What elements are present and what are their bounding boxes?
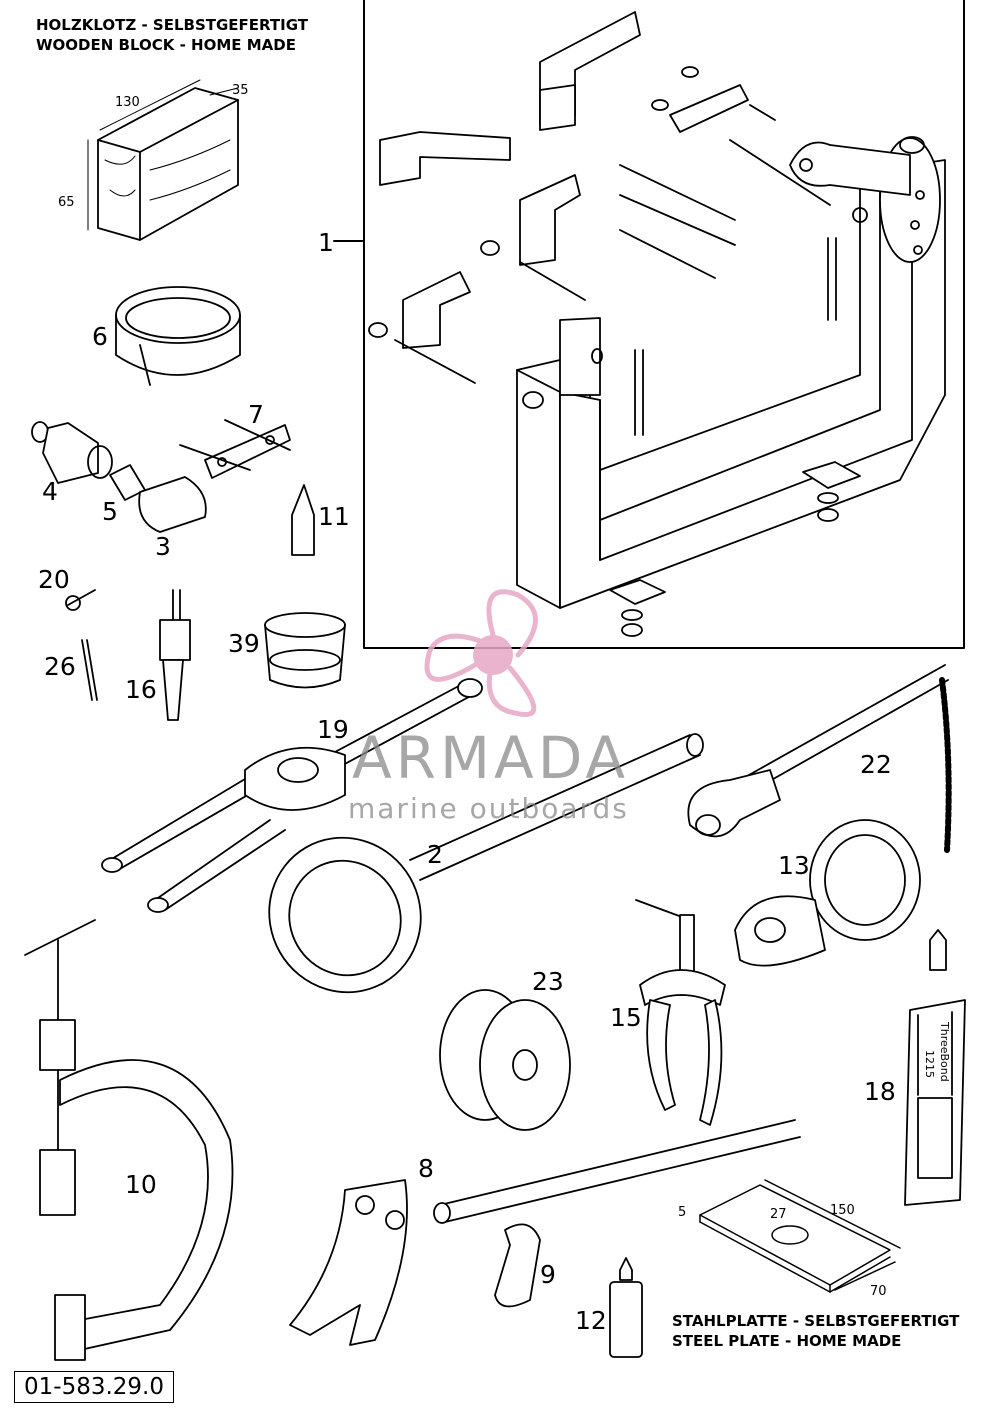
adhesive-bottle-12 xyxy=(609,1257,643,1358)
callout-26: 26 xyxy=(44,652,76,681)
steel-plate-note-de: STAHLPLATTE - SELBSTGEFERTIGT xyxy=(672,1312,960,1330)
dimension-block-height: 65 xyxy=(58,195,75,210)
callout-13: 13 xyxy=(778,851,810,880)
steel-plate-note-en: STEEL PLATE - HOME MADE xyxy=(672,1332,902,1350)
engine-stand-drawing xyxy=(368,11,946,637)
gear-puller-15 xyxy=(635,899,726,1126)
armada-logo-icon xyxy=(424,589,538,717)
tube-code-label: 1215 xyxy=(923,1050,936,1078)
callout-19: 19 xyxy=(317,715,349,744)
callout-11: 11 xyxy=(318,502,350,531)
wooden-block-drawing xyxy=(87,79,239,241)
wooden-block-note-en: WOODEN BLOCK - HOME MADE xyxy=(36,36,296,54)
callout-3: 3 xyxy=(155,532,171,561)
part-number-label: 01-583.29.0 xyxy=(14,1371,174,1403)
sealant-tube-18 xyxy=(904,929,966,1206)
dimension-plate-length: 150 xyxy=(830,1203,855,1218)
dimension-plate-thickness: 5 xyxy=(678,1205,687,1220)
watermark-tagline: marine outboards xyxy=(348,792,629,825)
callout-16: 16 xyxy=(125,675,157,704)
hook-tool-9 xyxy=(494,1223,541,1308)
dimension-block-length: 130 xyxy=(115,95,140,110)
callout-6: 6 xyxy=(92,322,108,351)
wooden-block-note-de: HOLZKLOTZ - SELBSTGEFERTIGT xyxy=(36,16,309,34)
steel-plate-drawing xyxy=(699,1179,901,1293)
dimension-plate-width: 70 xyxy=(870,1284,887,1299)
ring-holder-tool-13 xyxy=(734,819,921,967)
ring-tool-6 xyxy=(115,286,241,386)
callout-7: 7 xyxy=(248,400,264,429)
callout-9: 9 xyxy=(540,1260,556,1289)
c-clamp-tool-10 xyxy=(24,919,234,1361)
callout-1: 1 xyxy=(318,228,334,257)
cup-tool-39 xyxy=(264,612,346,689)
dimension-block-depth: 35 xyxy=(232,83,249,98)
callout-8: 8 xyxy=(418,1154,434,1183)
sleeve-tools-3-4-5 xyxy=(31,421,207,533)
callout-10: 10 xyxy=(125,1170,157,1199)
callout-20: 20 xyxy=(38,565,70,594)
bracket-handle-tool-8 xyxy=(289,1119,801,1346)
chain-wrench-22 xyxy=(687,664,952,853)
callout-5: 5 xyxy=(102,497,118,526)
callout-18: 18 xyxy=(864,1077,896,1106)
engine-stand-frame-box xyxy=(333,0,965,649)
puller-tool-7 xyxy=(179,419,291,479)
holder-tool-19 xyxy=(101,678,483,913)
ring-holder-tool-2 xyxy=(268,733,704,994)
callout-39: 39 xyxy=(228,629,260,658)
small-parts xyxy=(65,484,315,701)
callout-23: 23 xyxy=(532,967,564,996)
watermark-brand-name: ARMADA xyxy=(352,724,630,792)
disc-tool-23 xyxy=(439,989,571,1131)
callout-2: 2 xyxy=(427,840,443,869)
dimension-plate-hole: 27 xyxy=(770,1207,787,1222)
callout-4: 4 xyxy=(42,477,58,506)
callout-15: 15 xyxy=(610,1003,642,1032)
tube-brand-label: ThreeBond xyxy=(938,1022,951,1082)
bearing-puller-16 xyxy=(159,589,191,721)
callout-12: 12 xyxy=(575,1306,607,1335)
callout-22: 22 xyxy=(860,750,892,779)
